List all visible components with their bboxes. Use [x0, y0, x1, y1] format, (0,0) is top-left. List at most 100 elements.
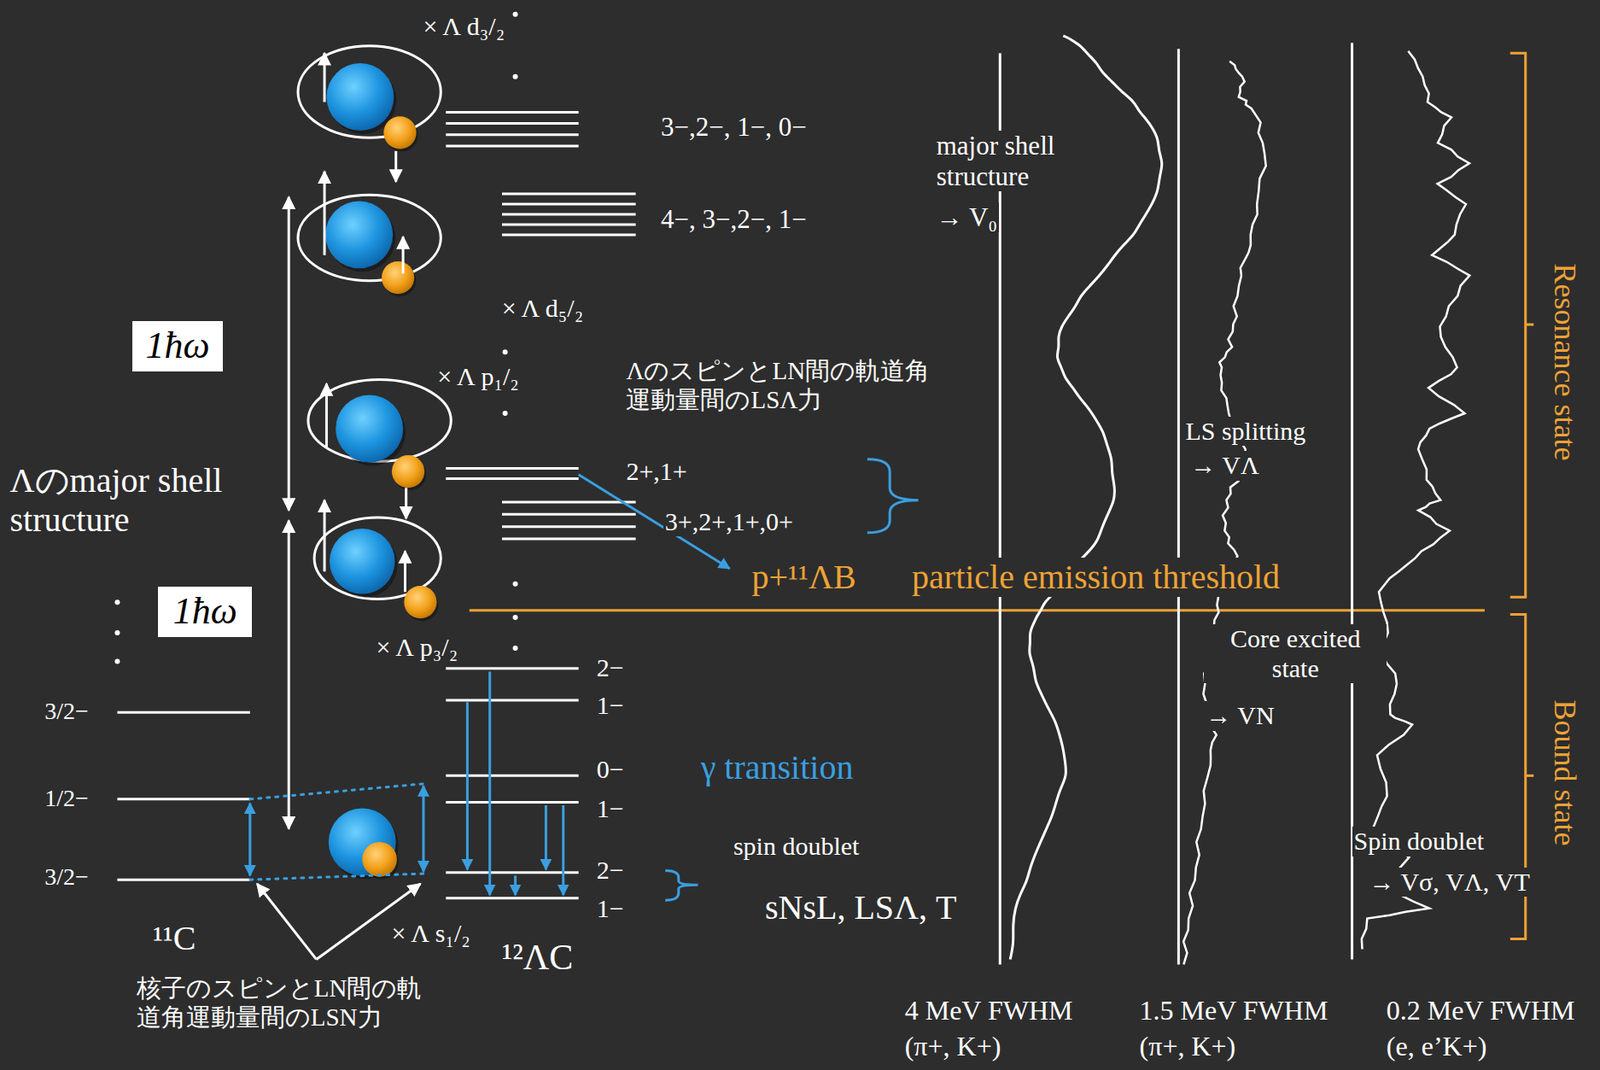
state-label: Resonance state [1546, 262, 1582, 463]
lambda-particle [362, 841, 398, 877]
gamma-arrow [466, 701, 469, 870]
spin-arrow [404, 487, 408, 519]
reaction-label: (e, e’K+) [1384, 1030, 1490, 1063]
annotation: → VN [1203, 700, 1276, 731]
box-text: 1ħω [173, 590, 238, 632]
annotation: LS splitting [1183, 416, 1308, 447]
energy-level [502, 501, 637, 504]
gamma-arrow [488, 671, 491, 895]
resolution-label: 0.2 MeV FWHM [1384, 994, 1577, 1027]
threshold-label: p+¹¹ΛB [749, 557, 858, 597]
energy-level [445, 870, 579, 874]
transition-label: γ transition [699, 747, 856, 788]
annotation: Λのmajor shell structure [8, 461, 260, 540]
splitting-arrow [421, 785, 425, 871]
spin-parity: 3/2− [42, 863, 91, 891]
ellipsis-dot [502, 349, 509, 355]
state-bracket [1525, 774, 1535, 777]
reaction-label: (π+, K+) [1138, 1030, 1238, 1063]
spin-parity: 1/2− [42, 784, 91, 812]
threshold-line [469, 608, 1485, 612]
spin-parity: 3−,2−, 1−, 0− [659, 111, 809, 143]
energy-level [502, 203, 637, 206]
spin-parity: 2− [595, 855, 626, 886]
spin-parity: 2− [595, 653, 626, 684]
ellipsis-dot [513, 74, 519, 80]
ellipsis-dot [114, 658, 120, 664]
orbital-label: × Λ p₃/₂ [374, 632, 461, 663]
core-nucleus [335, 395, 403, 463]
energy-level [502, 233, 637, 236]
annotation: 核子のスピンとLN間の軌道角運動量間のLSN力 [134, 974, 431, 1032]
ellipsis-dot [114, 599, 120, 605]
spin-arrow [323, 52, 327, 102]
spin-arrow [325, 383, 328, 447]
annotation: sNsL, LSΛ, T [763, 887, 959, 928]
energy-level [445, 133, 579, 136]
energy-level [445, 800, 579, 804]
lambda-particle [381, 261, 415, 294]
energy-level [116, 878, 250, 882]
orbit-ellipse [297, 46, 441, 139]
correspondence-line [250, 783, 424, 800]
gamma-arrow [513, 875, 517, 895]
annotation: → VΛ [1188, 450, 1261, 481]
nucleus-name: ¹²ΛC [500, 936, 576, 978]
spectrum-axis [1350, 42, 1354, 959]
core-nucleus [326, 63, 394, 131]
energy-level [502, 513, 637, 516]
ellipsis-dot [513, 645, 519, 651]
energy-level [445, 896, 579, 900]
core-nucleus [325, 200, 393, 269]
lambda-particle [383, 116, 416, 149]
threshold-label: particle emission threshold [910, 557, 1282, 597]
state-bracket [1525, 323, 1535, 327]
spectrum-curve [1183, 61, 1267, 965]
energy-level [445, 698, 579, 701]
orbital-label: × Λ s₁/₂ [390, 918, 473, 949]
spin-parity: 3/2− [42, 697, 91, 725]
energy-level [502, 525, 637, 528]
spin-parity: 1− [595, 893, 626, 924]
energy-gap-box: 1ħω [132, 321, 222, 371]
orbital-label: × Λ p₁/₂ [435, 362, 521, 392]
orbital-label: × Λ d₅/₂ [500, 293, 586, 324]
energy-level [502, 222, 637, 226]
annotation: → V₀ [934, 202, 999, 234]
curly-bracket [867, 459, 919, 533]
nucleus-name: ¹¹C [151, 918, 199, 958]
spin-arrow [323, 171, 327, 256]
energy-gap-box: 1ħω [157, 586, 252, 637]
spin-parity: 1− [595, 690, 626, 721]
ellipsis-dot [502, 410, 509, 416]
ellipsis-dot [513, 581, 519, 587]
orbit-ellipse [297, 194, 441, 281]
energy-level [445, 477, 579, 480]
energy-level [116, 711, 250, 714]
annotation: major shell structure [934, 130, 1092, 192]
ellipsis-dot [513, 614, 519, 620]
spin-arrow [402, 236, 405, 274]
spin-arrow [323, 500, 327, 573]
state-bracket [1510, 52, 1526, 597]
energy-level [445, 144, 579, 147]
energy-level [445, 110, 579, 114]
annotation: Core excited state [1203, 624, 1387, 684]
spin-parity: 4−, 3−,2−, 1− [659, 204, 809, 235]
spin-arrow [403, 550, 407, 592]
energy-level [116, 797, 250, 800]
annotation: → Vσ, VΛ, VT [1367, 867, 1532, 898]
energy-level [502, 537, 637, 541]
lambda-particle [403, 585, 437, 619]
shell-gap-arrow [287, 197, 291, 511]
annotation: spin doublet [731, 831, 862, 862]
resolution-label: 4 MeV FWHM [903, 994, 1075, 1027]
annotation: ΛのスピンとLN間の軌道角運動量間のLSΛ力 [624, 356, 938, 415]
resolution-label: 1.5 MeV FWHM [1138, 994, 1331, 1027]
energy-level [445, 467, 579, 470]
energy-level [445, 666, 579, 670]
correspondence-line [250, 873, 424, 880]
state-label: Bound state [1546, 697, 1582, 847]
spin-parity: 0− [595, 754, 626, 785]
